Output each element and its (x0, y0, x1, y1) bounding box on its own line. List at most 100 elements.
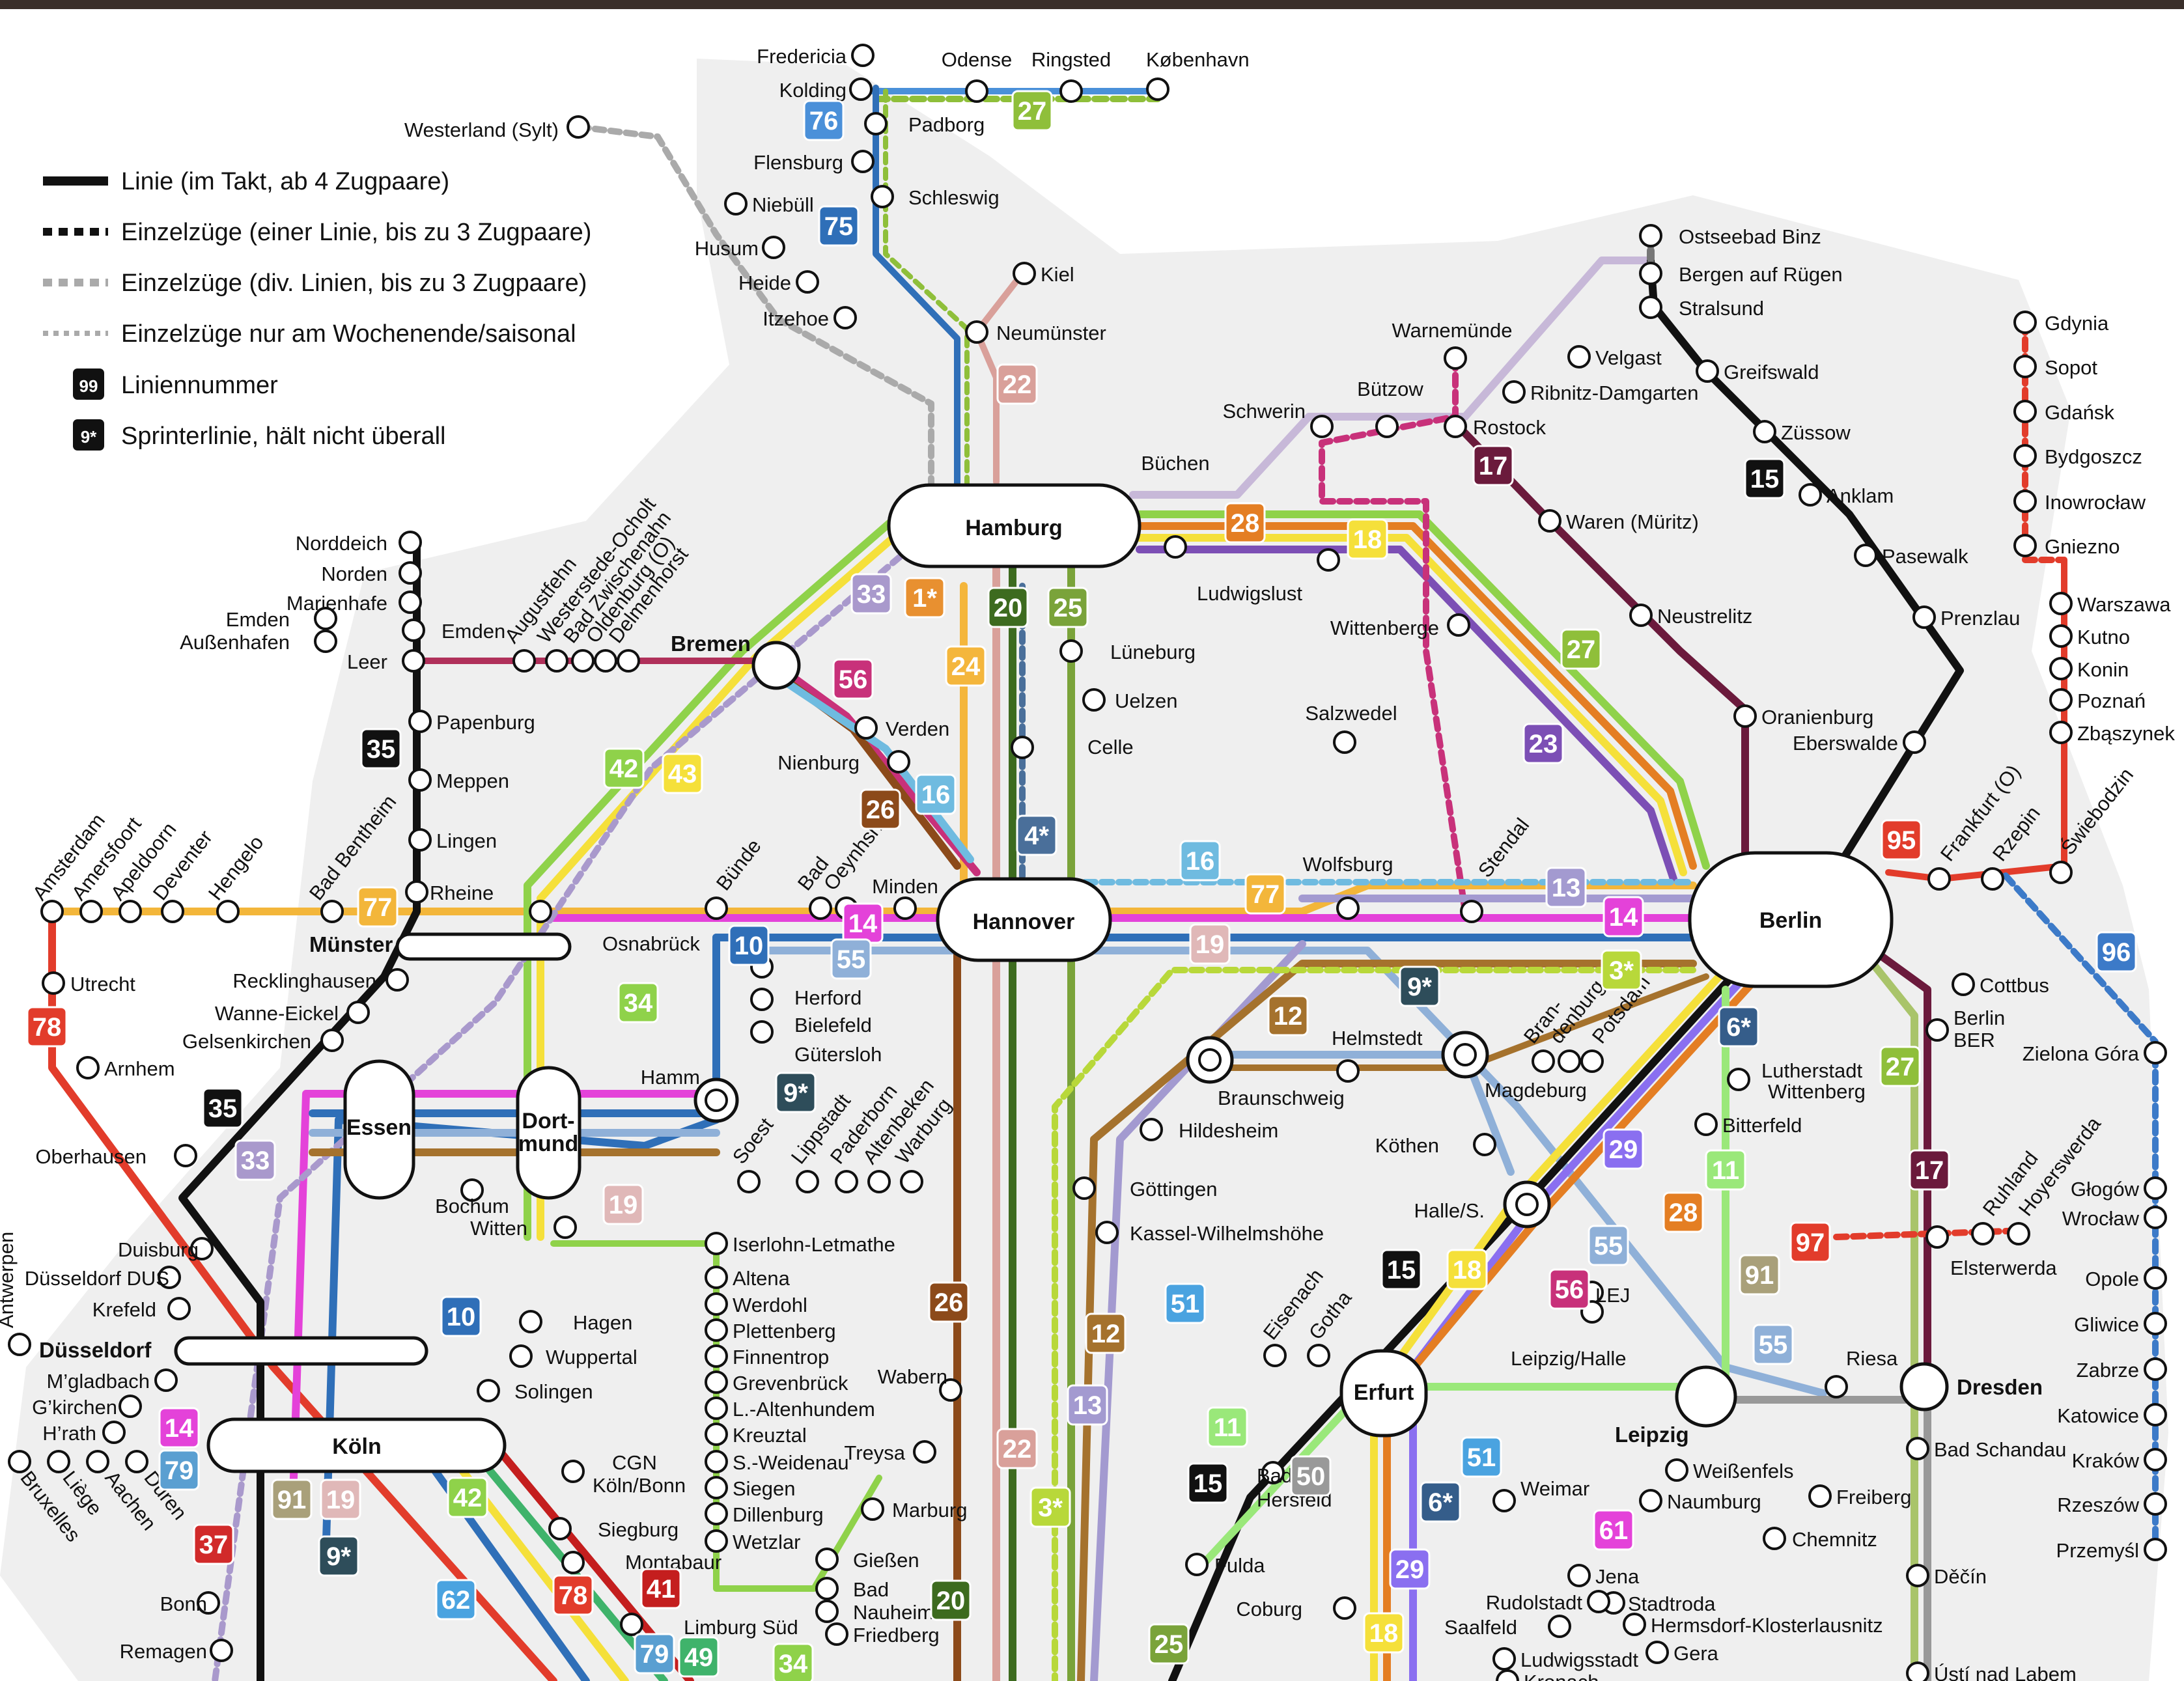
station-dot-rheine[interactable] (405, 880, 428, 904)
station-dot-giessen[interactable] (815, 1548, 839, 1571)
station-dot-arnhem[interactable] (76, 1056, 100, 1079)
station-dot-rzepin[interactable] (1981, 867, 2004, 891)
station-dot-kronach[interactable] (1496, 1669, 1519, 1681)
station-dot-greifswald[interactable] (1696, 359, 1719, 383)
station-dot-bonn[interactable] (197, 1591, 220, 1615)
station-dot-waren[interactable] (1538, 509, 1561, 533)
station-dot-poznan[interactable] (2049, 688, 2073, 712)
station-dot-siegen[interactable] (705, 1476, 728, 1499)
station-dot-pasewalk[interactable] (1854, 544, 1877, 567)
station-dot-oranienburg[interactable] (1733, 704, 1757, 728)
station-dot-cottbus[interactable] (1952, 973, 1975, 996)
hub-duesseldorf[interactable] (174, 1336, 428, 1366)
station-dot-dillenburg[interactable] (705, 1502, 728, 1525)
station-dot-halle[interactable] (1515, 1193, 1539, 1216)
station-dot-nauheim_2[interactable] (815, 1600, 839, 1623)
station-dot-bitterfeld[interactable] (1694, 1113, 1718, 1136)
station-dot-gdynia[interactable] (2013, 311, 2037, 334)
station-dot-naumburg[interactable] (1639, 1489, 1662, 1512)
station-dot-buechen[interactable] (1164, 535, 1187, 559)
station-dot-norddeich[interactable] (399, 531, 422, 554)
station-dot-zbaszynek[interactable] (2049, 721, 2073, 744)
station-dot-sweidenau[interactable] (705, 1450, 728, 1473)
station-dot-lingen[interactable] (408, 828, 432, 852)
station-dot-rostock[interactable] (1444, 415, 1467, 438)
station-dot-duisburg[interactable] (190, 1237, 214, 1260)
station-dot-liege[interactable] (47, 1450, 70, 1473)
station-dot-lueneburg[interactable] (1059, 639, 1083, 663)
station-dot-friedberg[interactable] (825, 1622, 848, 1646)
station-dot-marienhafe[interactable] (399, 590, 422, 614)
station-dot-osnabrueck[interactable] (529, 900, 552, 923)
station-dot-ruhland[interactable] (1971, 1222, 1995, 1245)
station-dot-hildesheim[interactable] (1140, 1118, 1163, 1141)
station-dot-eberswalde[interactable] (1903, 730, 1926, 754)
station-dot-coburg[interactable] (1333, 1596, 1356, 1620)
station-dot-gera[interactable] (1645, 1641, 1669, 1664)
station-dot-husum[interactable] (762, 236, 785, 259)
hub-erfurt[interactable] (1339, 1349, 1428, 1438)
hub-bremen[interactable] (751, 641, 801, 690)
station-dot-rudolstadt[interactable] (1587, 1590, 1610, 1613)
station-dot-fredericia[interactable] (851, 44, 875, 67)
hub-hannover[interactable] (936, 877, 1112, 962)
station-dot-bydgoszcz[interactable] (2013, 444, 2037, 467)
station-dot-rzeszow[interactable] (2144, 1492, 2167, 1516)
station-dot-kiel[interactable] (1013, 262, 1036, 285)
station-dot-bad_hersfeld_1[interactable] (1261, 1461, 1285, 1484)
station-dot-binz[interactable] (1639, 224, 1662, 247)
station-dot-celle[interactable] (1011, 736, 1034, 759)
station-dot-paderborn[interactable] (835, 1170, 858, 1193)
station-dot-buende[interactable] (705, 896, 728, 920)
station-dot-katowice[interactable] (2144, 1403, 2167, 1426)
station-dot-zwischenahn[interactable] (571, 649, 595, 673)
station-dot-prenzlau[interactable] (1912, 605, 1936, 629)
station-dot-stendal[interactable] (1460, 900, 1483, 923)
station-dot-altena[interactable] (705, 1266, 728, 1289)
station-dot-eisenach[interactable] (1263, 1344, 1287, 1367)
station-dot-neumuenster[interactable] (965, 320, 988, 344)
station-dot-anklam[interactable] (1799, 483, 1822, 507)
station-dot-decin[interactable] (1906, 1564, 1929, 1587)
station-dot-freiberg[interactable] (1808, 1484, 1832, 1508)
station-dot-emden_ah2[interactable] (314, 630, 337, 653)
station-dot-utrecht[interactable] (42, 971, 65, 995)
station-dot-minden[interactable] (893, 896, 917, 920)
station-dot-wuppertal[interactable] (509, 1344, 533, 1368)
station-dot-braunschweig[interactable] (1198, 1048, 1222, 1072)
station-dot-deventer[interactable] (161, 900, 184, 923)
station-dot-cgn_1[interactable] (561, 1460, 585, 1483)
station-dot-heide[interactable] (796, 270, 819, 294)
hub-muenster[interactable] (395, 932, 572, 961)
station-dot-glogow[interactable] (2144, 1176, 2167, 1200)
station-dot-krakow[interactable] (2144, 1448, 2167, 1471)
station-dot-lippstadt[interactable] (796, 1170, 819, 1193)
station-dot-kreuztal[interactable] (705, 1423, 728, 1446)
station-dot-solingen[interactable] (477, 1379, 500, 1402)
station-dot-bentheim[interactable] (320, 900, 344, 923)
station-dot-limburg[interactable] (620, 1613, 643, 1636)
station-dot-bruxelles[interactable] (8, 1450, 31, 1473)
station-dot-bad_schandau[interactable] (1906, 1437, 1929, 1460)
station-dot-laltenhundem[interactable] (705, 1396, 728, 1420)
station-dot-neustrelitz[interactable] (1629, 604, 1653, 627)
station-dot-konin[interactable] (2049, 657, 2073, 680)
station-dot-flensburg[interactable] (851, 150, 875, 173)
station-dot-gdansk[interactable] (2013, 400, 2037, 423)
station-dot-wetzlar[interactable] (705, 1529, 728, 1553)
station-dot-hermsdorf[interactable] (1623, 1613, 1646, 1636)
station-dot-montabaur[interactable] (561, 1551, 585, 1574)
hub-berlin[interactable] (1688, 851, 1894, 988)
station-dot-potsdam[interactable] (1580, 1049, 1604, 1073)
station-dot-wolfsburg[interactable] (1336, 896, 1360, 920)
station-dot-witten[interactable] (553, 1216, 577, 1239)
station-dot-meppen[interactable] (408, 768, 432, 792)
station-dot-bielefeld[interactable] (750, 988, 774, 1011)
station-dot-emden_ah1[interactable] (314, 607, 337, 630)
station-dot-itzehoe[interactable] (833, 306, 857, 329)
station-dot-oberhausen[interactable] (174, 1144, 197, 1167)
station-dot-oldenburg[interactable] (594, 649, 617, 673)
station-dot-ribnitz[interactable] (1502, 380, 1526, 404)
station-dot-plettenberg[interactable] (705, 1318, 728, 1342)
station-dot-niebuell[interactable] (724, 192, 748, 215)
